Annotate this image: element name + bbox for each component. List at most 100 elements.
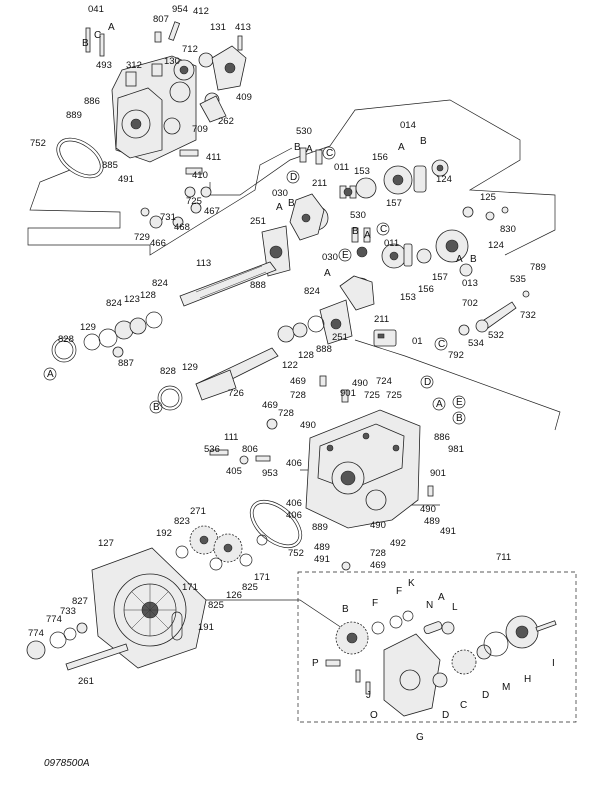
ref-A-lower: A [324, 268, 331, 279]
label-886-low2: 406 [286, 510, 302, 521]
label-827: 774 [28, 628, 44, 639]
label-405: 953 [262, 468, 278, 479]
ref-A-circle-left: A [47, 369, 54, 380]
ref-H-kit: H [524, 674, 531, 685]
ref-F-kit-2: F [396, 586, 402, 597]
ref-C-circle-01: C [438, 339, 445, 350]
cover-171 [91, 547, 207, 669]
label-211-mid: 211 [374, 314, 389, 325]
gears-192-191 [175, 525, 268, 571]
label-752-top: 752 [30, 138, 46, 149]
label-030-mid: 030 [322, 252, 338, 263]
label-490-center: 490 [370, 520, 386, 531]
ref-N-kit: N [426, 600, 433, 611]
ref-A-circle-case: A [436, 399, 443, 410]
label-125: 125 [480, 192, 496, 203]
ref-B-circle-case: B [456, 413, 463, 424]
label-711: 827 [72, 596, 88, 607]
label-491-right: 491 [440, 526, 456, 537]
label-467: 467 [204, 206, 220, 217]
label-886-low: 406 [286, 498, 302, 509]
label-469-mid: 469 [262, 400, 278, 411]
label-724: 724 [376, 376, 392, 387]
label-312: 312 [126, 60, 142, 71]
label-901-top: 901 [340, 388, 356, 399]
ref-F-kit-1: F [372, 598, 378, 609]
label-126-a: 825 [242, 582, 258, 593]
ref-A-top: A [108, 22, 115, 33]
label-725-top: 725 [186, 196, 202, 207]
shaft-113 [179, 261, 277, 307]
label-469-low: 469 [370, 560, 386, 571]
label-157-mid: 157 [432, 272, 448, 283]
label-889-low: 889 [312, 522, 328, 533]
label-171: 127 [98, 538, 114, 549]
label-490-top: 490 [352, 378, 368, 389]
label-041: 041 [88, 4, 104, 15]
label-413: 413 [235, 22, 251, 33]
ref-C-530: C [326, 148, 333, 159]
label-728-mid: 728 [278, 408, 294, 419]
label-889: 889 [66, 110, 82, 121]
ref-B-030: B [288, 198, 295, 209]
label-725-mid: 725 [364, 390, 380, 401]
label-410: 410 [192, 170, 208, 181]
label-131: 131 [210, 22, 226, 33]
kit-05-contents [325, 610, 557, 717]
ref-B-circle-left: B [153, 402, 160, 413]
label-408: 261 [78, 676, 94, 687]
planetary-carrier-lower [319, 275, 375, 345]
label-261: 774 [46, 614, 62, 625]
seal-stack-lower-left [26, 622, 129, 671]
shaft-532 [458, 290, 530, 336]
label-789: 789 [530, 262, 546, 273]
label-123: 123 [124, 294, 140, 305]
label-823: 192 [156, 528, 172, 539]
ref-L-kit: L [452, 602, 458, 613]
label-888-upper: 888 [250, 280, 266, 291]
label-887: 887 [118, 358, 134, 369]
planetary-group-middle [351, 227, 473, 277]
label-530-mid: 530 [350, 210, 366, 221]
o-ring-752-top [56, 137, 104, 179]
label-469-top: 469 [290, 376, 306, 387]
reference-circles [43, 146, 466, 425]
shaft-111 [157, 315, 325, 411]
bolts-center [209, 375, 434, 571]
label-888-mid: 888 [316, 344, 332, 355]
label-729: 729 [134, 232, 150, 243]
ref-E-mid: E [342, 250, 349, 261]
label-493: 493 [96, 60, 112, 71]
label-05: 711 [496, 552, 511, 563]
label-752-low: 752 [288, 548, 304, 559]
ref-A-mid: A [364, 230, 371, 241]
label-192: 271 [190, 506, 206, 517]
label-411: 411 [206, 152, 221, 163]
top-small-parts [85, 21, 247, 123]
kit-05-boundary [297, 571, 577, 723]
label-530-top: 530 [296, 126, 312, 137]
label-153-top: 153 [354, 166, 370, 177]
label-491-low: 491 [314, 554, 330, 565]
label-807: 807 [153, 14, 169, 25]
label-709: 709 [192, 124, 208, 135]
ref-K-kit: K [408, 578, 415, 589]
label-191: 126 [226, 590, 242, 601]
label-130: 130 [164, 56, 180, 67]
label-825-a: 171 [254, 572, 270, 583]
ref-A-kit: A [438, 592, 445, 603]
label-011-mid: 011 [384, 238, 399, 249]
label-490-low: 490 [420, 504, 436, 515]
ref-P-kit: P [312, 658, 319, 669]
label-122: 122 [282, 360, 298, 371]
label-824-top: 824 [152, 278, 168, 289]
ref-A-014: A [398, 142, 405, 153]
label-492-low: 489 [314, 542, 330, 553]
ref-B-kit: B [342, 604, 349, 615]
label-731: 731 [160, 212, 176, 223]
label-733: 191 [198, 622, 214, 633]
label-466: 466 [150, 238, 166, 249]
ref-C-kit: C [460, 700, 467, 711]
label-157-top: 157 [386, 198, 402, 209]
drawing-number: 0978500A [44, 758, 90, 769]
